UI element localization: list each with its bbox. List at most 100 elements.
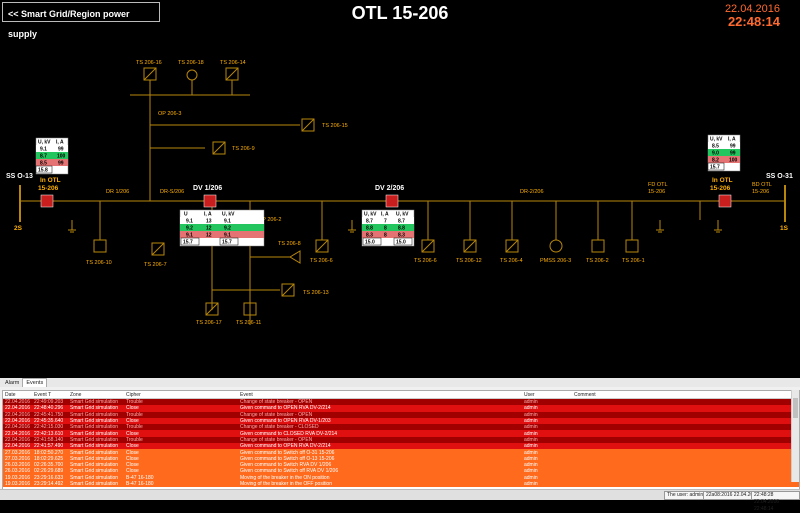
svg-text:8: 8	[384, 233, 387, 239]
tab-events[interactable]: Events	[22, 378, 48, 387]
back-button[interactable]: << Smart Grid/Region power supply	[2, 2, 160, 39]
ts-206-10-label: TS 206-10	[86, 260, 112, 266]
table-cell: Trouble	[124, 398, 238, 406]
table-cell	[572, 424, 799, 431]
ts-206-8-label: TS 206-8	[278, 241, 301, 247]
table-cell	[572, 474, 799, 481]
breaker-icon-dv2[interactable]	[385, 194, 399, 208]
svg-text:U, kV: U, kV	[38, 140, 51, 146]
table-cell: Smart Grid simulation	[68, 430, 124, 437]
meter-dv2: U, kV I, A U, kV 8.7 7 8.7 8.8 8 8.8 8.3…	[361, 209, 415, 247]
table-cell: 22.04.2016	[3, 430, 32, 437]
table-cell: admin	[522, 474, 572, 481]
svg-text:I, A: I, A	[204, 212, 212, 218]
ss-left-label: SS O-13	[6, 173, 33, 180]
svg-text:8.5: 8.5	[40, 161, 47, 167]
fd-otl-2: 15-206	[648, 189, 665, 195]
table-cell: Given command to CLOSED RVA DV-2/214	[238, 430, 522, 437]
table-cell: 26.03.2016	[3, 468, 32, 475]
svg-text:I, A: I, A	[728, 137, 736, 143]
events-scrollbar[interactable]	[791, 390, 799, 482]
table-cell: admin	[522, 455, 572, 462]
col-date[interactable]: Date	[3, 391, 32, 399]
table-cell: 18:02:50.270	[32, 449, 68, 456]
svg-text:U, kV: U, kV	[710, 137, 723, 143]
ts-206-17-label: TS 206-17	[196, 320, 222, 326]
svg-text:9.1: 9.1	[40, 147, 47, 153]
col-zone[interactable]: Zone	[68, 391, 124, 399]
table-cell: Given command to Switch off RVA DV 1/206	[238, 468, 522, 475]
table-cell: Smart Grid simulation	[68, 443, 124, 450]
table-cell: admin	[522, 411, 572, 418]
schematic-area: << Smart Grid/Region power supply OTL 15…	[2, 2, 793, 326]
table-cell: 22.04.2016	[3, 405, 32, 412]
table-cell: Change of state breaker - OPEN	[238, 398, 522, 406]
table-cell: Close	[124, 430, 238, 437]
breaker-icon-in-otl-left[interactable]	[40, 194, 54, 208]
status-bar: The user: admin 22a08:2016 22.04.2016 22…	[0, 489, 800, 512]
ts-206-13-label: TS 206-13	[303, 290, 329, 296]
col-comment[interactable]: Comment	[572, 391, 799, 399]
ts-206-15-label: TS 206-15	[322, 123, 348, 129]
svg-text:U, kV: U, kV	[396, 212, 409, 218]
table-cell: admin	[522, 430, 572, 437]
col-event[interactable]: Event	[238, 391, 522, 399]
table-cell: 27.03.2016	[3, 455, 32, 462]
svg-text:9.1: 9.1	[224, 219, 231, 225]
table-cell: Change of state breaker - OPEN	[238, 411, 522, 418]
dv1-label: DV 1/206	[193, 185, 222, 192]
bd-otl-1: BD OTL	[752, 182, 772, 188]
ts-206-6-right-label: TS 206-6	[414, 258, 437, 264]
table-cell: 27.03.2016	[3, 449, 32, 456]
svg-text:8: 8	[384, 226, 387, 232]
svg-text:U: U	[184, 212, 188, 218]
svg-text:9.1: 9.1	[186, 233, 193, 239]
svg-text:100: 100	[57, 154, 66, 160]
table-cell	[572, 436, 799, 444]
col-user[interactable]: User	[522, 391, 572, 399]
breaker-icons[interactable]	[40, 194, 732, 208]
scroll-thumb[interactable]	[793, 398, 798, 418]
table-cell	[572, 417, 799, 425]
table-cell: Close	[124, 443, 238, 450]
table-cell: 18:02:29.625	[32, 455, 68, 462]
svg-text:99: 99	[730, 144, 736, 150]
ss-right-label: SS O-31	[766, 173, 793, 180]
table-cell	[572, 430, 799, 437]
breaker-icon-in-otl-right[interactable]	[718, 194, 732, 208]
table-cell: Smart Grid simulation	[68, 474, 124, 481]
svg-text:8.7: 8.7	[366, 219, 373, 225]
col-cipher[interactable]: Cipher	[124, 391, 238, 399]
table-cell: Smart Grid simulation	[68, 398, 124, 406]
breaker-icon-dv1[interactable]	[203, 194, 217, 208]
ts-206-16-label: TS 206-16	[136, 60, 162, 66]
table-cell: Trouble	[124, 436, 238, 444]
table-cell	[572, 398, 799, 406]
table-cell	[572, 443, 799, 450]
tab-alarm[interactable]: Alarm	[5, 380, 20, 386]
events-panel: Alarm Events Date Event T Zone Cipher Ev…	[0, 378, 800, 512]
table-cell: Given command to OPEN RVA DV-1/203	[238, 417, 522, 425]
table-cell: B-47 16-180	[124, 474, 238, 481]
svg-text:15.0: 15.0	[365, 240, 375, 246]
table-cell: Smart Grid simulation	[68, 424, 124, 431]
svg-text:8.3: 8.3	[398, 233, 405, 239]
col-event-time[interactable]: Event T	[32, 391, 68, 399]
svg-text:9.0: 9.0	[712, 151, 719, 157]
table-cell: Smart Grid simulation	[68, 468, 124, 475]
current-date: 22.04.2016	[724, 3, 780, 15]
